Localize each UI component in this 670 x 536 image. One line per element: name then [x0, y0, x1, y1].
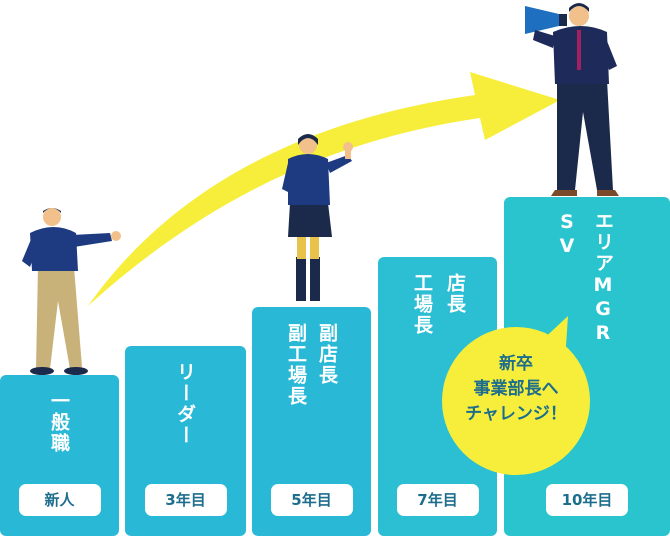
step-years-badge: 7年目	[396, 484, 479, 516]
step-role-label-b: 工場長	[411, 273, 433, 336]
step-deputy-manager: 副店長 副工場長 5年目	[252, 307, 371, 536]
callout-line-3: チャレンジ！	[465, 404, 567, 424]
step-role-label-b: 副工場長	[285, 323, 307, 407]
step-years-badge: 10年目	[546, 484, 628, 516]
challenge-callout: 新卒 事業部長へ チャレンジ！	[442, 327, 590, 475]
executive-figure	[525, 3, 619, 196]
step-years-badge: 新人	[18, 484, 101, 516]
step-role-label-a: 店長	[444, 273, 466, 315]
new-employee-figure	[22, 208, 121, 375]
deputy-manager-figure	[282, 134, 353, 301]
step-manager: 店長 工場長 7年目	[378, 257, 497, 536]
callout-line-1: 新卒	[499, 354, 533, 374]
step-years-badge: 5年目	[270, 484, 353, 516]
step-new: 一般職 新人	[0, 375, 119, 536]
callout-line-2: 事業部長へ	[473, 379, 559, 399]
callout-text: 新卒 事業部長へ チャレンジ！	[442, 352, 590, 427]
step-role-label-a: 副店長	[316, 323, 338, 386]
step-role-label: 一般職	[48, 391, 70, 454]
step-role-label-b: SV	[556, 211, 578, 259]
step-role-label: リーダー	[174, 362, 196, 446]
step-years-badge: 3年目	[144, 484, 227, 516]
step-role-label-a: エリアMGR	[592, 211, 614, 346]
step-leader: リーダー 3年目	[125, 346, 246, 536]
